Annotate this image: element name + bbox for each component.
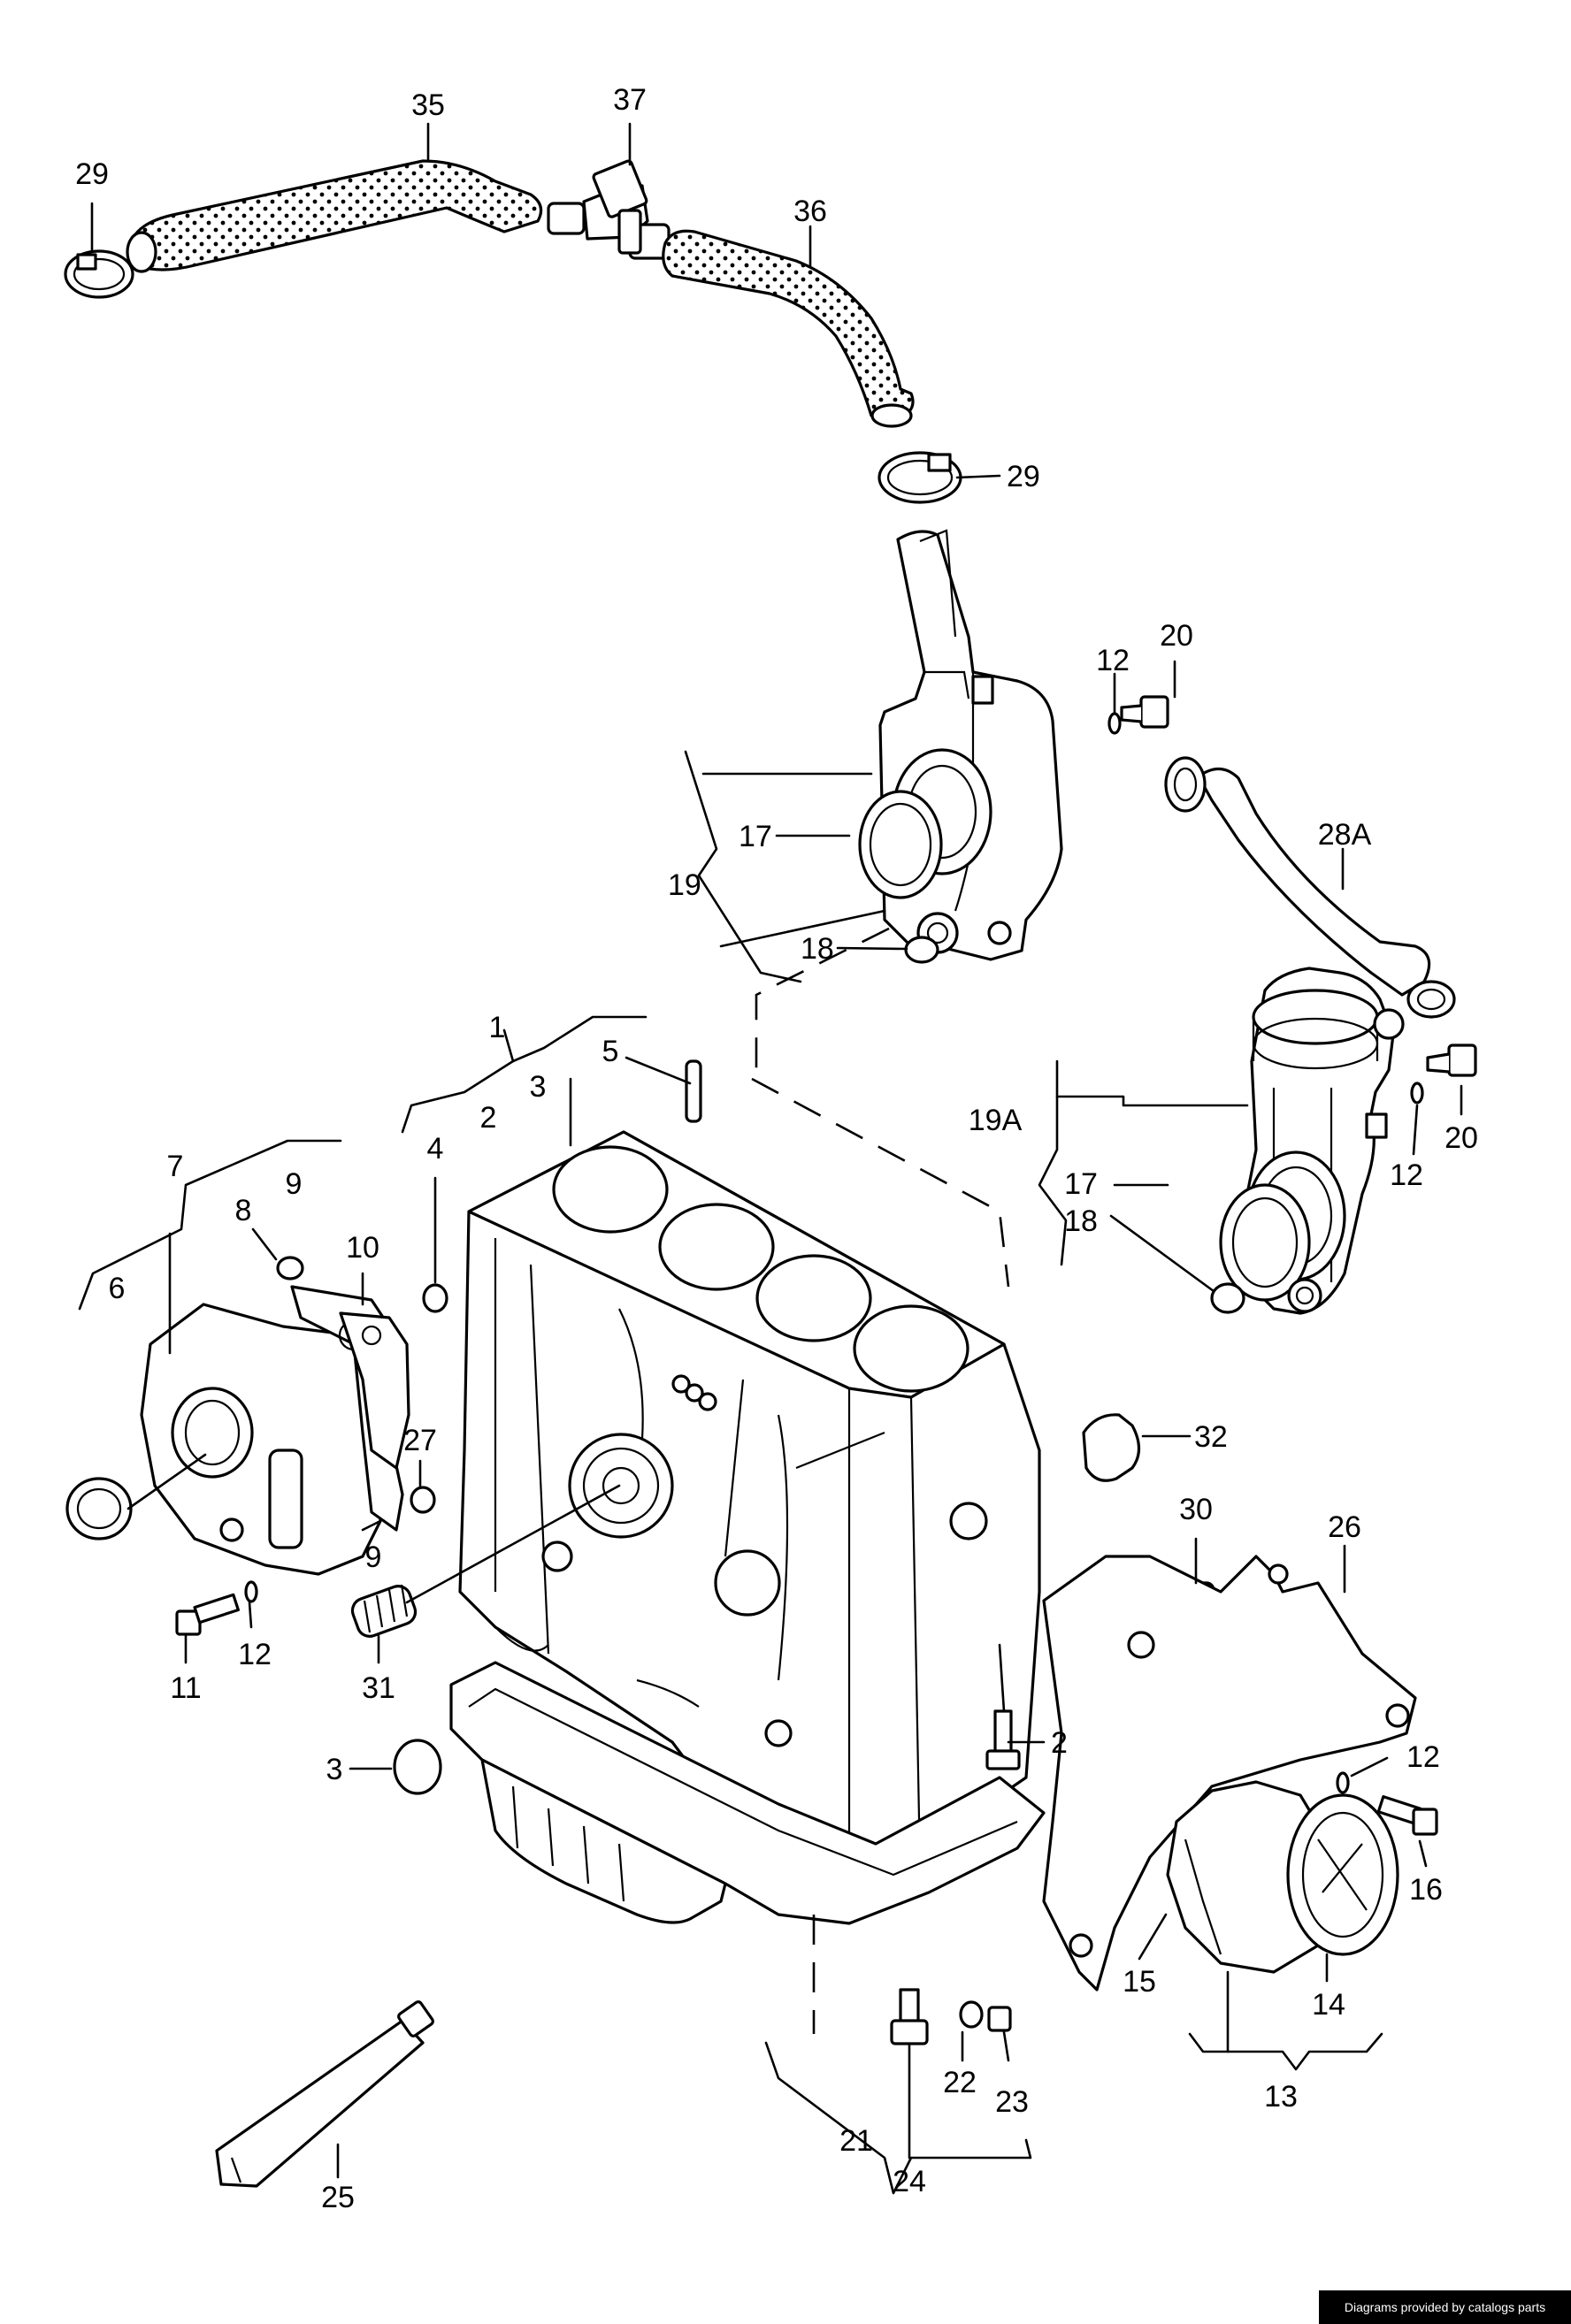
credit-watermark: Diagrams provided by catalogs parts (1319, 2290, 1571, 2324)
washer-12-left (244, 1580, 258, 1603)
callout-7: 7 (167, 1150, 184, 1183)
centerline-1 (751, 927, 1010, 1288)
callout-3-left: 3 (326, 1753, 343, 1786)
callout-37: 37 (613, 83, 647, 117)
callout-20-right: 20 (1445, 1121, 1478, 1155)
intermediate-plate-26 (1042, 1555, 1417, 1991)
callout-25: 25 (321, 2181, 355, 2214)
leader-lines (78, 122, 1463, 2195)
rear-seal-14 (1286, 1793, 1399, 1956)
front-cover-7 (140, 1303, 382, 1576)
callout-22: 22 (943, 2066, 977, 2099)
cylinder-block-1 (458, 1130, 1041, 1868)
washer-12-rear (1336, 1771, 1350, 1794)
bolt-16 (1376, 1795, 1438, 1836)
bolt-20-top (1120, 695, 1169, 729)
plug-31 (350, 1584, 418, 1638)
callout-26: 26 (1328, 1510, 1361, 1544)
callout-32: 32 (1194, 1420, 1228, 1454)
callout-28a: 28A (1318, 818, 1372, 852)
oil-separator-19 (858, 529, 1063, 961)
seal-ring-18-bottom (1210, 1282, 1245, 1314)
callout-21: 21 (839, 2124, 873, 2158)
callout-16: 16 (1409, 1873, 1443, 1907)
seal-ring-3 (393, 1739, 442, 1795)
seal-6 (65, 1477, 133, 1540)
seal-22 (959, 2000, 984, 2029)
callout-14: 14 (1312, 1988, 1345, 2022)
plug-8 (276, 1256, 304, 1280)
callout-18-top: 18 (801, 932, 834, 966)
bolt-20-bottom (1426, 1044, 1477, 1077)
callout-23: 23 (995, 2085, 1029, 2119)
plug-27 (410, 1486, 436, 1514)
callout-12-left: 12 (238, 1638, 272, 1671)
callout-18-right: 18 (1064, 1204, 1098, 1238)
oil-pan-area (449, 1661, 1046, 1925)
callout-9-bottom: 9 (365, 1540, 382, 1574)
callout-labels: 35 37 36 29 29 12 20 17 28A 19 18 1 5 3 … (75, 83, 1478, 2214)
callout-9-top: 9 (286, 1167, 303, 1201)
sealant-tube-25 (215, 2000, 434, 2188)
oil-drain-bolt-24 (890, 1988, 929, 2045)
plug-4 (422, 1283, 448, 1313)
callout-27: 27 (403, 1424, 437, 1457)
callout-17-right: 17 (1064, 1167, 1098, 1201)
callout-11: 11 (170, 1671, 201, 1705)
breather-connector-37 (547, 159, 671, 260)
callout-36: 36 (793, 195, 827, 228)
callout-2-right: 2 (1051, 1726, 1068, 1760)
oil-filter-housing-19a (1219, 967, 1405, 1315)
callout-29-left: 29 (75, 157, 109, 191)
breather-hose-36 (662, 229, 915, 428)
callout-24: 24 (893, 2165, 926, 2198)
callout-12-right: 12 (1390, 1158, 1423, 1192)
callout-19a: 19A (969, 1104, 1023, 1137)
callout-20-top: 20 (1160, 619, 1193, 653)
bolt-11 (175, 1593, 240, 1636)
callout-2-block: 2 (480, 1101, 497, 1135)
breather-hose-35 (126, 159, 543, 273)
callout-3-block: 3 (530, 1070, 547, 1104)
callout-4: 4 (427, 1132, 444, 1166)
callout-12-top: 12 (1096, 644, 1130, 677)
washer-12-top (1107, 712, 1122, 735)
callout-5: 5 (602, 1035, 619, 1068)
callout-19: 19 (668, 868, 701, 902)
callout-10: 10 (346, 1231, 379, 1265)
hose-clamp-29-left (64, 249, 134, 299)
callout-13: 13 (1264, 2080, 1298, 2114)
callout-1: 1 (489, 1011, 506, 1044)
callout-6: 6 (109, 1272, 126, 1305)
callout-30: 30 (1179, 1493, 1213, 1526)
callout-35: 35 (411, 88, 445, 122)
hose-28a (1164, 756, 1456, 1019)
washer-12-right (1410, 1082, 1424, 1105)
plug-23 (987, 2006, 1012, 2032)
callout-17-top: 17 (739, 820, 772, 853)
callout-8: 8 (235, 1194, 252, 1227)
callout-15: 15 (1123, 1965, 1156, 1999)
gasket-10 (339, 1311, 410, 1470)
seal-ring-18-top (904, 936, 939, 964)
callout-31: 31 (362, 1671, 395, 1705)
callout-29-lower: 29 (1007, 460, 1040, 493)
hose-clamp-29-lower (877, 451, 962, 504)
dowel-pin-5 (685, 1059, 702, 1123)
callout-12-rear: 12 (1406, 1740, 1440, 1774)
cap-32 (1082, 1413, 1141, 1482)
